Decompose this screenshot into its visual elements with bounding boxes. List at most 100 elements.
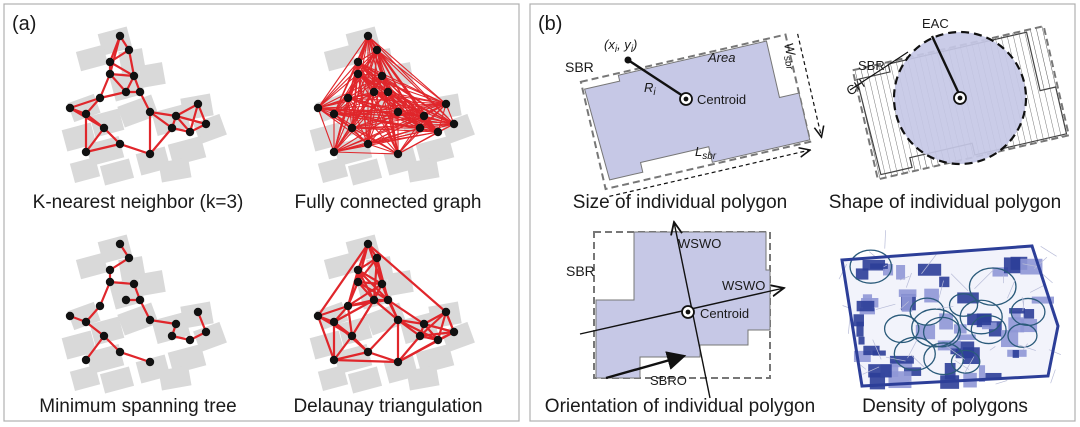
graph-edge — [357, 73, 439, 133]
building-block — [193, 113, 227, 145]
graph-edge — [174, 114, 208, 126]
graph-node — [383, 295, 393, 305]
graph-edge — [387, 91, 447, 105]
density-cell — [1007, 323, 1038, 348]
graph-node — [65, 311, 75, 321]
density-footprint — [992, 267, 1009, 277]
density-tessellation-line — [1007, 279, 1016, 299]
graph-edge — [396, 318, 426, 326]
orient-centroid-dot — [685, 309, 691, 315]
density-tessellation-line — [875, 303, 896, 310]
graph-node — [105, 277, 115, 287]
graph-node — [145, 357, 155, 367]
density-footprint — [1023, 309, 1035, 319]
graph-edge — [333, 151, 399, 155]
graph-edge — [317, 107, 399, 113]
graph-node — [135, 295, 145, 305]
graph-edge — [317, 103, 447, 109]
graph-node — [353, 265, 363, 275]
building-block — [89, 316, 125, 346]
graph-edge — [333, 73, 359, 153]
size-diagram: SBR (xi, yi) Area Ri Centroid Lsbr Wsbr — [565, 33, 824, 197]
w-sbr-line — [797, 33, 822, 137]
density-tessellation-line — [910, 354, 925, 368]
graph-node — [369, 87, 379, 97]
graph-edge — [316, 242, 370, 318]
building-block — [415, 343, 455, 375]
graph-edge — [98, 90, 128, 100]
sbr-rectangle — [579, 33, 812, 191]
graph-edge — [148, 110, 174, 130]
size-r-label: Ri — [644, 80, 656, 98]
graph-node — [363, 31, 373, 41]
graph-node — [105, 57, 115, 67]
graph-edge — [332, 334, 354, 362]
graph-edge — [386, 298, 426, 326]
building-block — [167, 343, 207, 375]
graph-node — [363, 139, 373, 149]
graph-edge — [387, 91, 425, 117]
density-tessellation-line — [995, 380, 1008, 385]
graph-edge — [422, 322, 456, 334]
graph-edge — [387, 91, 439, 133]
graph-node — [377, 279, 387, 289]
radius-line — [627, 58, 687, 100]
graph-node — [99, 123, 109, 133]
density-tessellation-line — [1022, 343, 1028, 350]
building-block — [158, 157, 192, 183]
graph-edge — [333, 91, 375, 153]
graph-node — [329, 147, 339, 157]
graph-edge — [366, 318, 400, 354]
graph-node — [145, 315, 155, 325]
density-tessellation-line — [1050, 369, 1056, 384]
density-footprint — [950, 343, 961, 355]
density-footprint — [939, 276, 950, 288]
graph-node — [353, 69, 363, 79]
graph-edge — [387, 91, 455, 125]
building-block — [415, 135, 455, 167]
graph-node — [372, 253, 382, 263]
graph-edge — [351, 111, 399, 129]
graph-node — [129, 71, 139, 81]
size-l-label: Lsbr — [695, 144, 717, 162]
size-centroid-label: Centroid — [697, 92, 746, 107]
graph-node — [115, 239, 125, 249]
graph-edge — [127, 48, 136, 78]
graph-edge — [148, 318, 178, 326]
building-block — [406, 157, 440, 183]
building-block — [193, 321, 227, 353]
graph-edge — [366, 350, 400, 364]
graph-edge — [397, 111, 421, 129]
density-footprint — [1011, 311, 1021, 320]
graph-node — [105, 265, 115, 275]
eac-circle — [892, 30, 1028, 166]
panel-b-label: (b) — [538, 13, 562, 35]
density-footprint — [981, 322, 997, 330]
graph-edge — [118, 350, 152, 364]
graph-edge — [108, 60, 136, 78]
graph-edge — [357, 73, 421, 129]
l-sbr-line — [609, 150, 810, 197]
density-footprint — [898, 289, 917, 297]
graph-edge — [84, 126, 106, 154]
graph-node — [95, 93, 105, 103]
building-block — [69, 156, 101, 184]
building-block — [97, 234, 133, 264]
graph-edge — [396, 318, 440, 342]
graph-node — [393, 357, 403, 367]
caption-shape: Shape of individual polygon — [829, 192, 1061, 213]
caption-knn: K-nearest neighbor (k=3) — [33, 192, 244, 213]
building-block — [323, 252, 357, 280]
graph-node — [377, 71, 387, 81]
graph-edge — [316, 314, 336, 362]
graph-edge — [373, 91, 455, 125]
density-tessellation-line — [921, 254, 937, 274]
graph-edge — [419, 103, 447, 129]
orientation-diagram: SBR WSWO WSWO Centroid SBRO — [566, 222, 784, 399]
graph-edge — [68, 96, 102, 110]
density-tessellation-line — [989, 346, 996, 351]
building-block — [99, 366, 135, 394]
density-footprint — [858, 336, 865, 345]
graph-node — [372, 45, 382, 55]
graph-node — [201, 119, 211, 129]
